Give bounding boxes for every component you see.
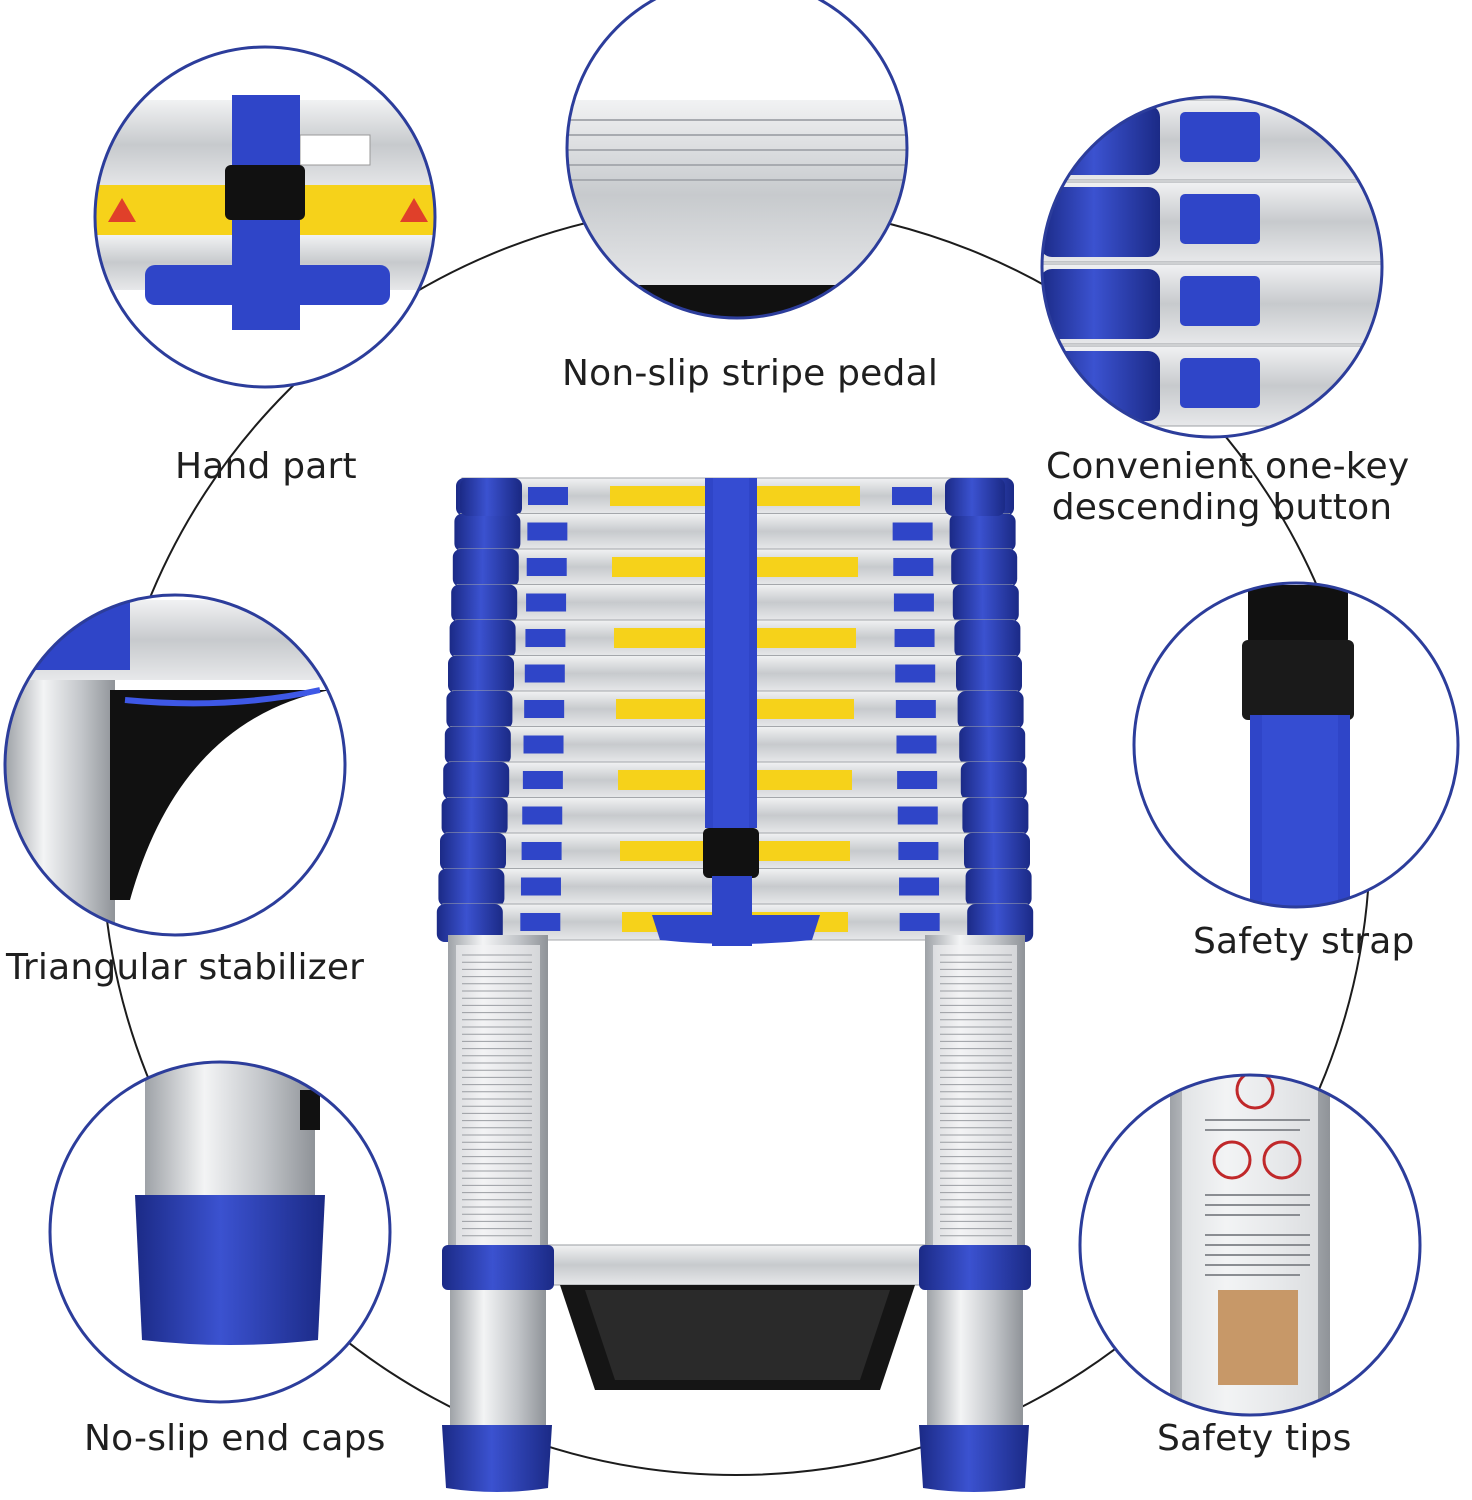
detail-hand-part — [95, 47, 435, 387]
detail-ring-triangular-stabilizer — [3, 593, 347, 937]
detail-safety-strap — [1134, 583, 1458, 907]
tube-safety-stickers — [462, 954, 1012, 1237]
label-triangular-stabilizer: Triangular stabilizer — [6, 947, 365, 988]
detail-ring-hand-part — [93, 45, 437, 389]
label-safety-strap: Safety strap — [1193, 921, 1415, 962]
label-one-key-line2: descending button — [1051, 487, 1393, 528]
label-one-key-line1: Convenient one-key — [1046, 446, 1410, 487]
detail-triangular-stabilizer — [5, 595, 345, 935]
detail-ring-safety-tips — [1078, 1073, 1422, 1417]
detail-ring-one-key-button — [1040, 95, 1384, 439]
label-hand-part: Hand part — [175, 446, 357, 487]
label-non-slip-pedal: Non-slip stripe pedal — [562, 353, 939, 394]
ladder — [436, 477, 1034, 1492]
detail-ring-safety-strap — [1132, 581, 1460, 909]
label-safety-tips: Safety tips — [1157, 1418, 1352, 1459]
label-end-caps: No-slip end caps — [84, 1418, 386, 1459]
detail-ring-non-slip-pedal — [565, 0, 909, 320]
detail-ring-end-caps — [48, 1060, 392, 1404]
detail-safety-tips — [1080, 1075, 1420, 1415]
detail-end-caps — [50, 1062, 390, 1402]
detail-one-key-button — [1042, 97, 1382, 437]
detail-non-slip-pedal — [567, 0, 907, 318]
